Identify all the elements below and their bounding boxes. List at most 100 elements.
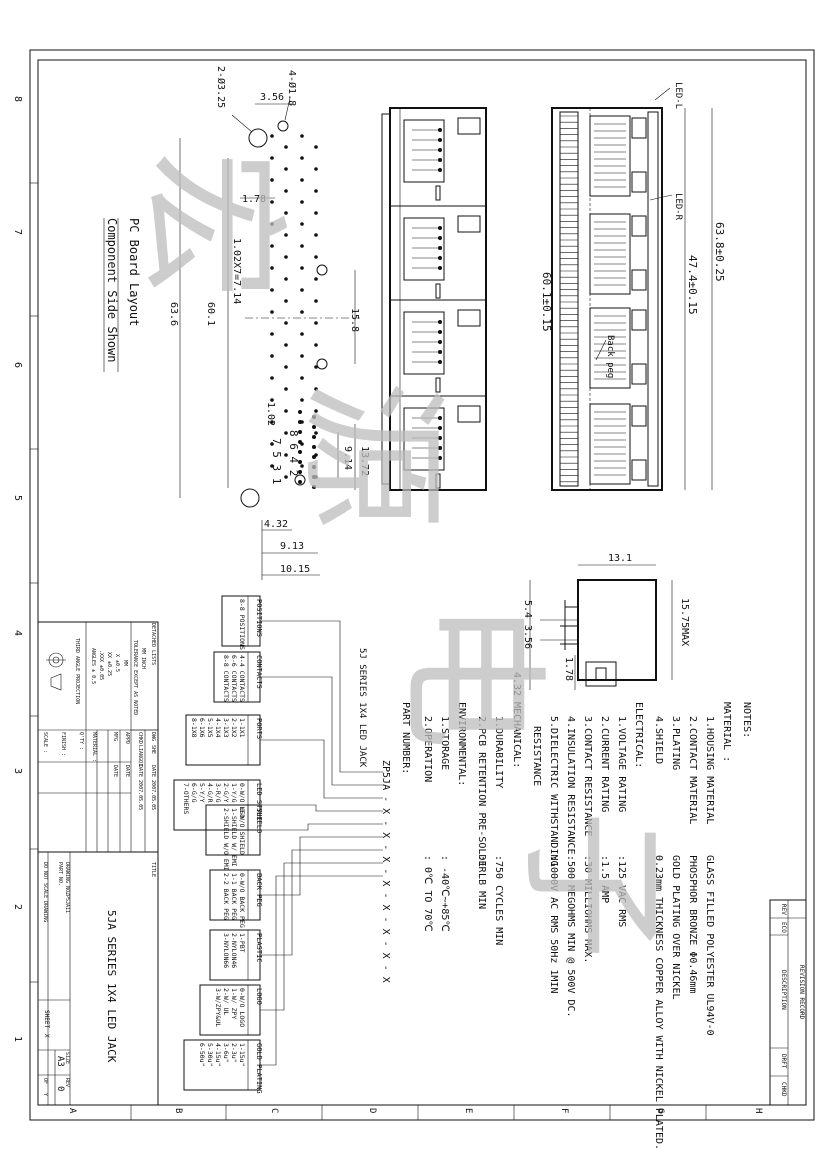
- contact-pin: [438, 148, 442, 152]
- pin-hole: [284, 453, 288, 457]
- pin-hole: [270, 464, 274, 468]
- col-label: A: [67, 1108, 77, 1114]
- mounting-hole: [240, 488, 260, 508]
- of-value: Y: [42, 1093, 48, 1096]
- pin-hole: [314, 145, 318, 149]
- contact-pin: [438, 456, 442, 460]
- leader-line: [260, 739, 383, 799]
- pin-hole: [284, 475, 288, 479]
- pin-hole: [270, 376, 274, 380]
- top-view: [381, 107, 487, 491]
- appd-label: APPD: [124, 732, 130, 744]
- leader-line: [260, 862, 383, 1011]
- option-box-title: POSITIONS: [255, 599, 263, 637]
- pin-hole: [284, 255, 288, 259]
- pin-hole: [270, 398, 274, 402]
- dim-1372: 13.72: [359, 446, 370, 476]
- option-item: 4-1X4: [214, 718, 222, 738]
- dim-158: 15.8: [349, 308, 360, 332]
- watermark-char: 源: [284, 380, 458, 530]
- option-item: 2-W/ UL: [222, 988, 230, 1015]
- pin-hole: [300, 200, 304, 204]
- chk-date: DATE 2007.05.05: [137, 765, 143, 810]
- environmental-value: : -40℃~+85℃: [439, 855, 450, 932]
- led-l: [631, 309, 647, 331]
- option-item: 5-Y/Y: [198, 783, 206, 803]
- option-item: 6-1X6: [198, 718, 206, 738]
- contact-pin: [438, 236, 442, 240]
- material-heading: MATERIAL :: [721, 702, 732, 762]
- pin-hole: [270, 244, 274, 248]
- part-number-heading: PART NUMBER:: [400, 702, 411, 774]
- sheet-label: SHEET: [43, 1010, 50, 1028]
- option-item: 0-W/O BACK PEG: [238, 873, 246, 928]
- col-label: C: [269, 1108, 279, 1113]
- option-item: 6-50u": [198, 1043, 206, 1066]
- mechanical-label: 2.PCB RETENTION PRE-SOLDER: [476, 716, 487, 874]
- scale-field: SCALE :: [42, 732, 48, 753]
- leader-line: [260, 676, 383, 786]
- pin-hole: [270, 156, 274, 160]
- option-box-title: SHIELD: [255, 808, 263, 833]
- material-label: 2.CONTACT MATERIAL: [687, 716, 698, 824]
- rev-label: REV: [64, 1078, 70, 1087]
- material-value: 0.23mm THICKNESS COPPER ALLOY WITH NICKE…: [653, 855, 664, 1150]
- material-value: PHOSPHOR BRONZE Φ0.46mm: [687, 855, 698, 993]
- dwg-by: SHE: [150, 745, 156, 754]
- leader-line: [260, 875, 383, 1066]
- col-label: D: [367, 1108, 377, 1113]
- contact-pin: [438, 246, 442, 250]
- drawing-no-label: DRAWING NO.: [64, 862, 70, 895]
- latch: [435, 283, 441, 299]
- option-box-title: PORTS: [255, 718, 263, 739]
- pin-hole: [298, 430, 302, 434]
- pin-hole: [300, 354, 304, 358]
- jack-opening: [589, 213, 631, 295]
- col-label: H: [753, 1108, 763, 1113]
- led-l: [631, 405, 647, 427]
- electrical-label: 5.DIELECTRIC WITHSTANDING: [548, 716, 559, 867]
- option-item: 1-W/ ZPY: [230, 988, 238, 1019]
- pin-hole: [312, 485, 316, 489]
- pin-hole: [270, 420, 274, 424]
- tolerance: TOLERANCE EXCEPT AS NOTED: [132, 640, 138, 715]
- pin-hole: [300, 156, 304, 160]
- option-item: 1-PBT: [238, 933, 246, 953]
- column-labels: A B C D E F G H: [67, 1108, 763, 1114]
- option-box-title: CONTACTS: [255, 655, 263, 689]
- pin-hole: [314, 431, 318, 435]
- option-item: 2-1X2: [230, 718, 238, 738]
- electrical-value: :1.5 AMP: [599, 855, 610, 903]
- top-ports: [403, 117, 481, 489]
- mechanical-label: 1.DURABILITY: [493, 716, 504, 788]
- dim-356-side: 3.56: [522, 625, 533, 649]
- contact-pin: [438, 138, 442, 142]
- pin-hole: [270, 288, 274, 292]
- option-box-title: PLASTIC: [255, 933, 263, 963]
- port-cavity: [403, 217, 445, 281]
- contact-pin: [438, 320, 442, 324]
- pin-hole: [270, 178, 274, 182]
- option-item: 6-G/G: [190, 783, 198, 803]
- pin-hole: [284, 233, 288, 237]
- pin-hole: [298, 470, 302, 474]
- option-item: 5-30u": [206, 1043, 214, 1066]
- latch: [435, 185, 441, 201]
- option-item: 2-3u": [230, 1043, 238, 1063]
- scale-note: DO NOT SCALE DRAWING: [42, 862, 48, 922]
- watermark-char: 子: [504, 810, 678, 960]
- pin-hole: [314, 277, 318, 281]
- watermark-char: 电: [384, 600, 558, 750]
- pin-hole: [284, 431, 288, 435]
- contact-pin: [438, 128, 442, 132]
- pin-hole: [314, 255, 318, 259]
- led-l: [631, 117, 647, 139]
- led-l: [631, 215, 647, 237]
- dim-pitch: 1.02X7=7.14: [231, 238, 242, 304]
- pin-hole: [270, 332, 274, 336]
- option-item: 2-G/Y: [222, 783, 230, 803]
- electrical-value: :30 MILLIOHMS MAX.: [582, 855, 593, 963]
- contact-pin: [438, 350, 442, 354]
